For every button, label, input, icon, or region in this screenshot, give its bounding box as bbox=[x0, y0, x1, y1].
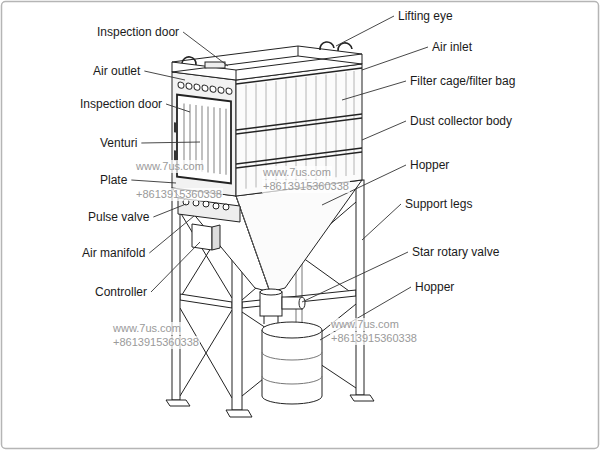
collector-right-face bbox=[236, 64, 362, 196]
watermark: +8613915360338 bbox=[330, 332, 418, 345]
leader-line bbox=[362, 121, 406, 140]
watermark: www.7us.com bbox=[262, 166, 332, 179]
leader-line bbox=[342, 81, 406, 100]
watermark: www.7us.com bbox=[135, 160, 205, 173]
part-label: Hopper bbox=[410, 158, 449, 172]
part-label: Plate bbox=[100, 173, 127, 187]
support-frame bbox=[166, 172, 374, 417]
part-label: Venturi bbox=[100, 136, 137, 150]
part-label: Air manifold bbox=[82, 246, 145, 260]
leader-line bbox=[151, 242, 200, 292]
leader-line bbox=[149, 216, 194, 253]
dust-drum bbox=[262, 322, 322, 404]
part-label: Hopper bbox=[415, 280, 454, 294]
leader-line bbox=[336, 16, 394, 46]
leader-line bbox=[362, 204, 401, 240]
watermark: www.7us.com bbox=[112, 322, 182, 335]
part-label: Air inlet bbox=[432, 40, 472, 54]
leader-line bbox=[166, 104, 190, 112]
leader-line bbox=[183, 32, 228, 66]
part-label: Pulse valve bbox=[88, 210, 149, 224]
part-label: Star rotary valve bbox=[412, 245, 499, 259]
leader-line bbox=[302, 252, 408, 302]
rotary-valve bbox=[260, 289, 305, 324]
lifting-eye bbox=[182, 42, 352, 65]
watermark: +8613915360338 bbox=[112, 336, 200, 349]
leader-line bbox=[141, 142, 200, 143]
watermark: +8613915360338 bbox=[262, 180, 350, 193]
part-label: Controller bbox=[95, 285, 147, 299]
part-label: Filter cage/filter bag bbox=[410, 74, 515, 88]
collector-top bbox=[172, 46, 362, 80]
air-manifold bbox=[178, 198, 240, 222]
watermark: +8613915360338 bbox=[135, 188, 223, 201]
part-label: Inspection door bbox=[97, 25, 179, 39]
watermark: www.7us.com bbox=[330, 318, 400, 331]
leader-line bbox=[144, 71, 185, 80]
part-label: Inspection door bbox=[80, 97, 162, 111]
part-label: Dust collector body bbox=[410, 114, 512, 128]
leader-line bbox=[153, 204, 186, 217]
leader-line bbox=[131, 180, 176, 183]
part-label: Lifting eye bbox=[398, 9, 453, 23]
part-label: Air outlet bbox=[93, 64, 140, 78]
leader-line bbox=[362, 47, 428, 70]
collector-left-face bbox=[172, 72, 236, 196]
part-label: Support legs bbox=[405, 197, 472, 211]
